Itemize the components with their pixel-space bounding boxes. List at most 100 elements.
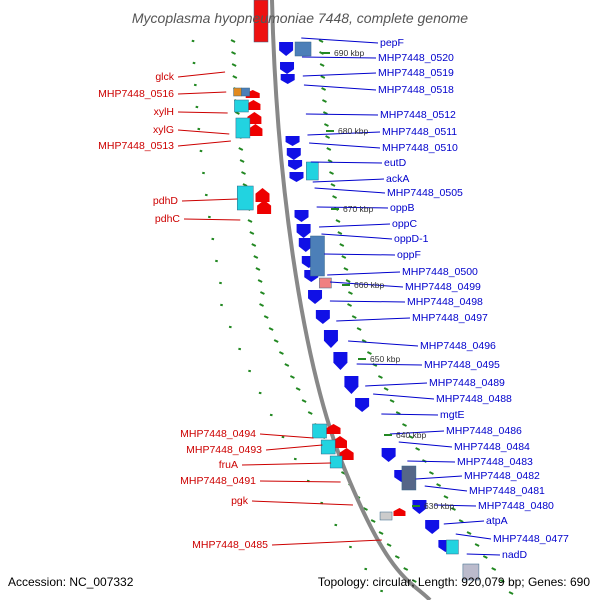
label-connector [310, 161, 383, 164]
tick-mark [219, 281, 222, 285]
tick-mark [321, 87, 327, 91]
reverse-gene-labels: glckMHP7448_0516xylHxylGMHP7448_0513pdhD… [98, 71, 268, 551]
label-connector [365, 382, 428, 387]
tick-mark [204, 193, 208, 197]
tick-mark [241, 171, 246, 175]
tick-mark [415, 447, 421, 451]
tick-mark [325, 135, 331, 139]
tick-mark [193, 83, 197, 87]
gene-box [446, 539, 459, 555]
tick-mark [269, 413, 273, 417]
tick-mark [386, 543, 392, 547]
label-connector [305, 113, 379, 116]
label-connector [356, 363, 423, 366]
tick-mark [436, 483, 442, 487]
tick-mark [273, 339, 279, 343]
label-connector [177, 111, 228, 114]
gene-label-forward: MHP7448_0511 [382, 126, 457, 138]
tick-mark [335, 219, 341, 223]
label-connector [309, 142, 381, 149]
tick-mark [508, 591, 514, 595]
tick-mark [363, 507, 368, 511]
tick-mark [351, 315, 357, 319]
forward-gene-arrow [381, 448, 396, 462]
gene-box [236, 185, 254, 211]
tick-mark [238, 347, 242, 351]
tick-mark [383, 387, 389, 391]
gene-label-forward: MHP7448_0477 [493, 533, 569, 545]
label-connector [389, 430, 445, 435]
gene-box [253, 0, 269, 43]
label-connector [455, 533, 492, 540]
tick-rings [191, 39, 514, 595]
tick-mark [202, 171, 205, 175]
tick-mark [343, 267, 349, 271]
gene-label-forward: MHP7448_0489 [429, 377, 505, 389]
tick-mark [192, 61, 196, 65]
label-connector [424, 485, 468, 492]
tick-mark [197, 127, 201, 131]
gene-label-forward: oppC [392, 218, 418, 230]
tick-mark [499, 579, 505, 583]
tick-mark [380, 589, 384, 593]
gene-label-forward: oppB [390, 202, 415, 214]
gene-box [329, 455, 343, 469]
tick-mark [394, 555, 400, 559]
gene-label-forward: MHP7448_0488 [436, 393, 512, 405]
label-connector [312, 178, 385, 183]
forward-gene-labels: pepFMHP7448_0520MHP7448_0519MHP7448_0518… [378, 37, 569, 561]
tick-mark [341, 255, 347, 259]
gene-label-reverse: xylH [154, 106, 174, 118]
tick-mark [361, 339, 367, 343]
label-connector [415, 475, 463, 480]
tick-mark [389, 399, 395, 403]
gene-label-forward: MHP7448_0505 [387, 187, 463, 199]
label-connector [319, 223, 391, 228]
label-connector [373, 393, 435, 400]
label-connector [181, 198, 238, 202]
tick-mark [451, 507, 456, 511]
gene-box [294, 41, 312, 57]
label-connector [324, 253, 396, 256]
gene-box [241, 87, 250, 97]
tick-mark [191, 39, 195, 43]
forward-gene-arrow [288, 160, 303, 170]
forward-gene-arrow [333, 352, 348, 370]
tick-mark [232, 75, 238, 79]
gene-box [319, 277, 332, 289]
tick-mark [320, 75, 326, 79]
tick-mark [255, 267, 261, 271]
gene-label-reverse: xylG [153, 124, 174, 136]
gene-label-forward: MHP7448_0510 [382, 142, 458, 154]
label-connector [303, 84, 377, 91]
tick-mark [356, 327, 362, 331]
tick-mark [466, 531, 472, 535]
tick-mark [195, 105, 199, 109]
tick-mark [268, 327, 274, 331]
gene-features [233, 0, 480, 581]
gene-label-reverse: MHP7448_0485 [192, 539, 268, 551]
tick-mark [330, 183, 336, 187]
tick-mark [443, 495, 449, 499]
tick-mark [258, 391, 262, 395]
gene-label-forward: MHP7448_0500 [402, 266, 478, 278]
tick-mark [228, 325, 232, 329]
tick-mark [231, 51, 236, 55]
forward-gene-arrow [355, 398, 370, 412]
label-connector [177, 129, 230, 135]
tick-mark [238, 147, 244, 151]
tick-mark [403, 567, 409, 571]
forward-gene-arrow [286, 148, 301, 160]
gene-label-forward: MHP7448_0512 [380, 109, 456, 121]
tick-mark [339, 243, 345, 247]
gene-label-reverse: fruA [219, 459, 238, 471]
label-connector [398, 441, 453, 448]
tick-mark [263, 315, 269, 319]
tick-mark [337, 231, 343, 235]
tick-mark [402, 423, 407, 427]
tick-mark [239, 159, 245, 163]
tick-mark [248, 369, 252, 373]
tick-mark [349, 545, 352, 549]
